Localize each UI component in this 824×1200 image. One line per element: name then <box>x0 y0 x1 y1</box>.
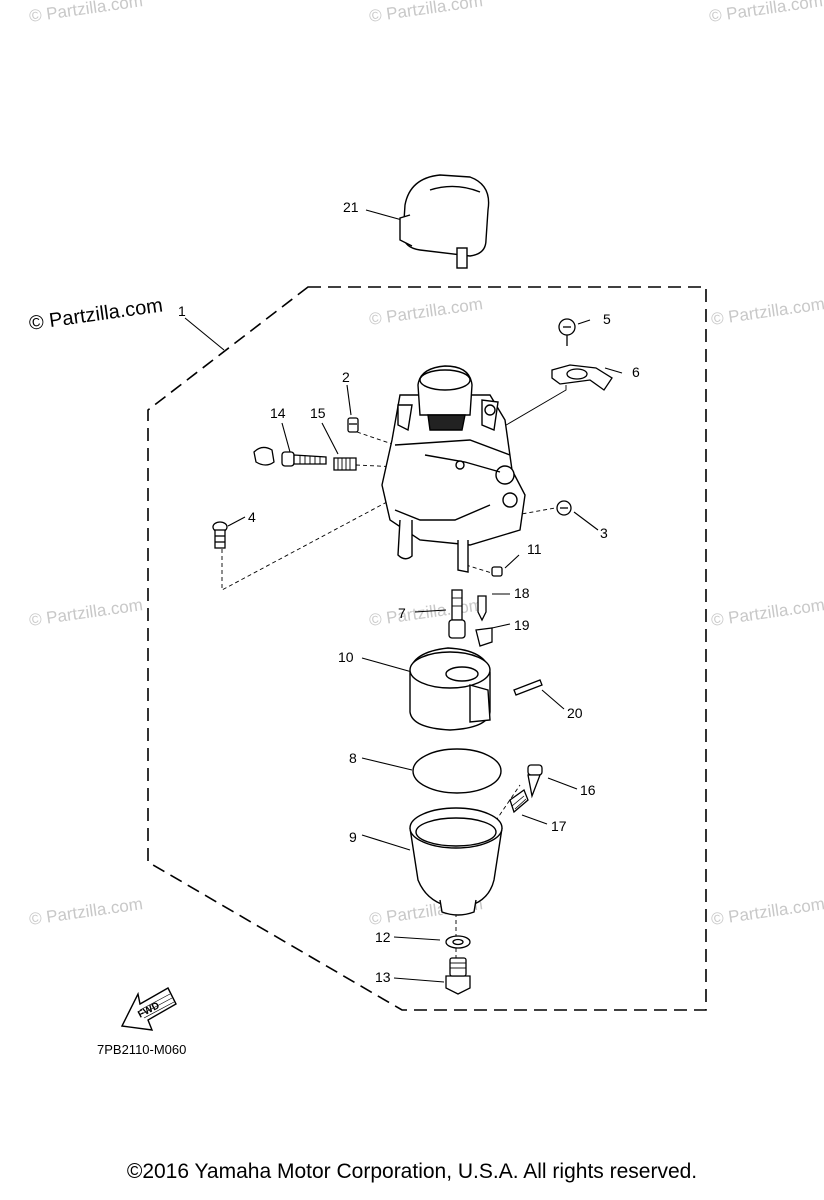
watermark-prominent: © Partzilla.com <box>28 294 165 335</box>
watermark: © Partzilla.com <box>708 0 824 26</box>
callout-19: 19 <box>514 617 530 633</box>
watermark: © Partzilla.com <box>28 894 144 929</box>
watermark: © Partzilla.com <box>28 595 144 630</box>
callout-15: 15 <box>310 405 326 421</box>
part-1-carburetor-assembly <box>381 365 526 573</box>
part-8-gasket <box>412 748 502 794</box>
callout-21: 21 <box>343 199 359 215</box>
callout-10: 10 <box>338 649 354 665</box>
part-21-cover <box>399 174 490 269</box>
fwd-arrow-icon: FWD <box>120 987 177 1031</box>
callout-4: 4 <box>248 509 256 525</box>
callout-5: 5 <box>603 311 611 327</box>
callout-14: 14 <box>270 405 286 421</box>
watermark: © Partzilla.com <box>368 294 484 329</box>
part-9-float-bowl <box>409 807 503 916</box>
callout-20: 20 <box>567 705 583 721</box>
callout-9: 9 <box>349 829 357 845</box>
callout-6: 6 <box>632 364 640 380</box>
callout-1: 1 <box>178 303 186 319</box>
callout-7: 7 <box>398 605 406 621</box>
carburetor-exploded-diagram: © Partzilla.com © Partzilla.com © Partzi… <box>28 0 824 1057</box>
callout-labels: 1 2 3 4 5 6 7 8 9 10 11 12 13 14 15 16 1… <box>178 199 640 985</box>
diagram-code: 7PB2110-M060 <box>97 1042 186 1057</box>
watermark: © Partzilla.com <box>368 0 484 26</box>
callout-12: 12 <box>375 929 391 945</box>
parts-fasteners <box>212 318 613 995</box>
watermark: © Partzilla.com <box>710 894 824 929</box>
callout-8: 8 <box>349 750 357 766</box>
callout-11: 11 <box>527 541 542 557</box>
assembly-boundary <box>147 286 707 1011</box>
watermark: © Partzilla.com <box>28 0 144 26</box>
leader-lines <box>184 209 623 983</box>
watermark: © Partzilla.com <box>710 294 824 329</box>
callout-18: 18 <box>514 585 530 601</box>
callout-17: 17 <box>551 818 567 834</box>
watermark: © Partzilla.com <box>368 595 484 630</box>
copyright-notice: ©2016 Yamaha Motor Corporation, U.S.A. A… <box>126 1160 698 1183</box>
callout-2: 2 <box>342 369 350 385</box>
callout-13: 13 <box>375 969 391 985</box>
watermark: © Partzilla.com <box>710 595 824 630</box>
callout-3: 3 <box>600 525 608 541</box>
part-10-float <box>409 647 491 731</box>
callout-16: 16 <box>580 782 596 798</box>
